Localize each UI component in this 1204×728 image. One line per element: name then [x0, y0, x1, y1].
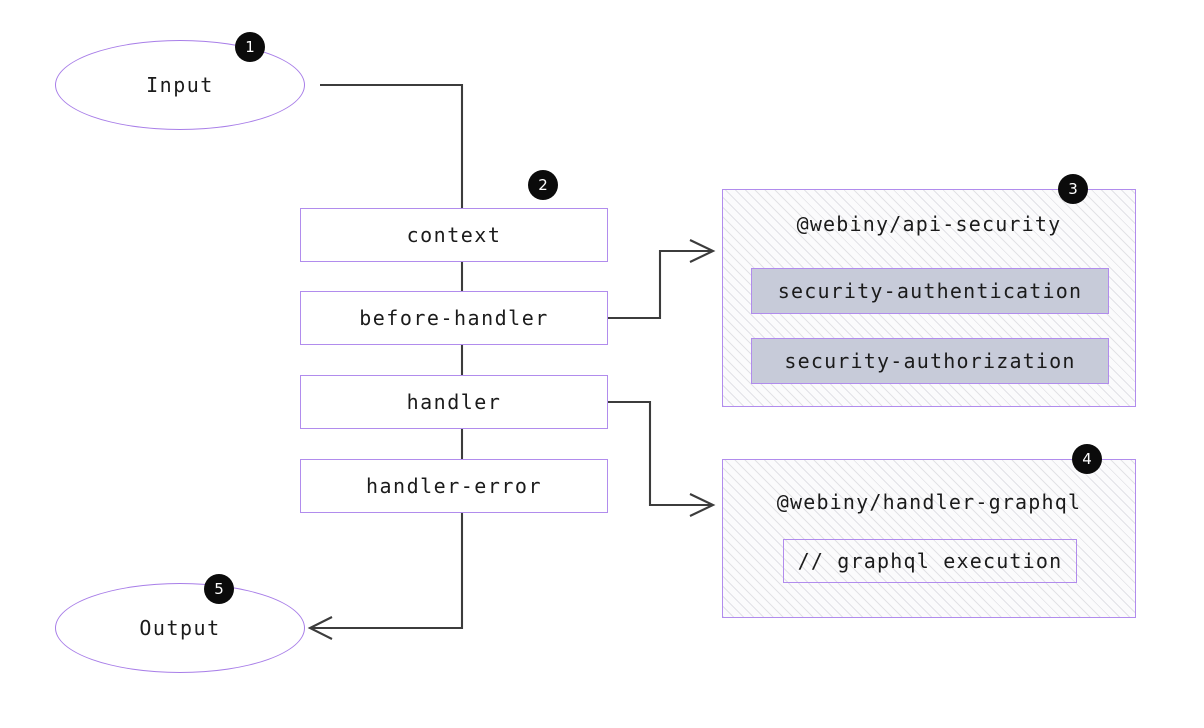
stage-handler-label: handler [406, 390, 502, 414]
stage-handler-error[interactable]: handler-error [300, 459, 608, 513]
stage-context-label: context [406, 223, 502, 247]
arrowhead-api-security [689, 239, 716, 263]
stage-before-handler[interactable]: before-handler [300, 291, 608, 345]
package-handler-graphql[interactable]: @webiny/handler-graphql // graphql execu… [722, 459, 1136, 618]
arrowhead-handler-graphql [689, 493, 716, 517]
badge-3: 3 [1058, 174, 1088, 204]
package-api-security[interactable]: @webiny/api-security security-authentica… [722, 189, 1136, 407]
badge-2-number: 2 [538, 176, 548, 194]
terminal-output-label: Output [139, 616, 221, 640]
wire-before-handler-to-api-security [608, 249, 712, 320]
badge-5: 5 [204, 574, 234, 604]
module-security-authentication-label: security-authentication [777, 279, 1083, 303]
package-handler-graphql-title: @webiny/handler-graphql [776, 490, 1082, 514]
badge-4-number: 4 [1082, 450, 1092, 468]
badge-1-number: 1 [245, 38, 255, 56]
module-security-authorization[interactable]: security-authorization [751, 338, 1109, 384]
terminal-output[interactable]: Output [55, 583, 305, 673]
badge-4: 4 [1072, 444, 1102, 474]
module-graphql-execution-label: // graphql execution [797, 549, 1063, 573]
badge-5-number: 5 [214, 580, 224, 598]
wire-handler-to-handler-graphql [608, 400, 712, 507]
stage-handler[interactable]: handler [300, 375, 608, 429]
badge-1: 1 [235, 32, 265, 62]
stage-handler-error-label: handler-error [365, 474, 543, 498]
module-security-authentication[interactable]: security-authentication [751, 268, 1109, 314]
stage-context[interactable]: context [300, 208, 608, 262]
stage-before-handler-label: before-handler [359, 306, 549, 330]
package-api-security-title: @webiny/api-security [796, 212, 1062, 236]
wire-handler-error-to-output [312, 513, 464, 630]
terminal-input-label: Input [146, 73, 214, 97]
badge-3-number: 3 [1068, 180, 1078, 198]
wire-input-to-context [320, 83, 464, 208]
module-graphql-execution[interactable]: // graphql execution [783, 539, 1077, 583]
terminal-input[interactable]: Input [55, 40, 305, 130]
arrowhead-output [307, 616, 333, 640]
badge-2: 2 [528, 170, 558, 200]
module-security-authorization-label: security-authorization [784, 349, 1076, 373]
